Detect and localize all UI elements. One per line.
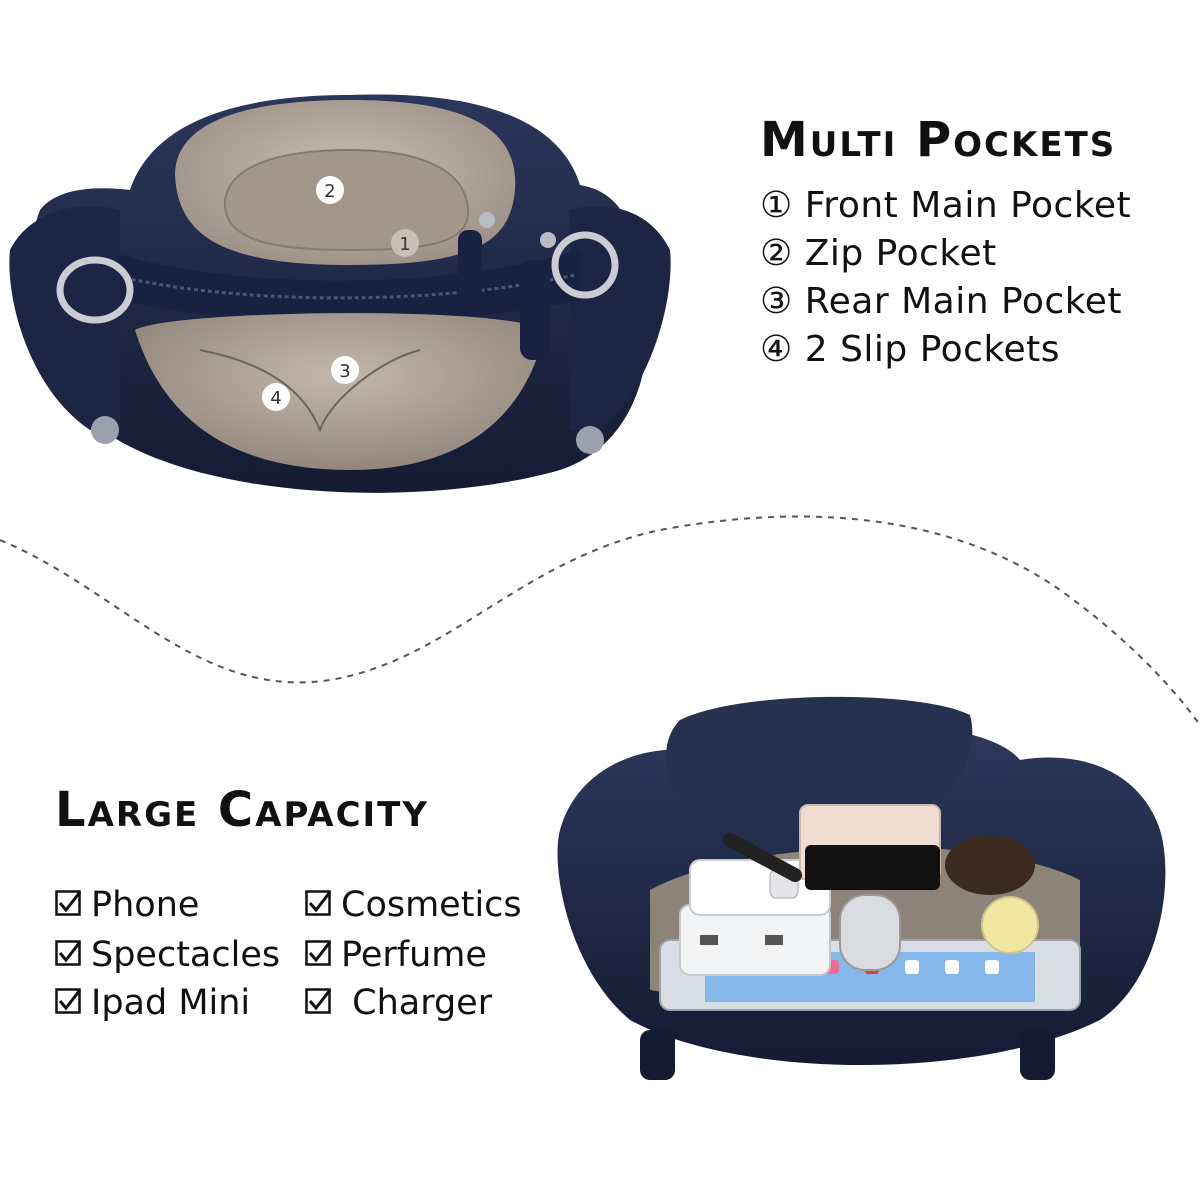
capacity-item-phone: Phone — [55, 885, 199, 925]
marker-4: 4 — [262, 383, 290, 411]
svg-text:1: 1 — [399, 234, 410, 255]
capacity-item-cosmetics: Cosmetics — [305, 885, 522, 925]
checkbox-checked-icon — [55, 988, 81, 1014]
marker-2: 2 — [316, 176, 344, 204]
large-capacity-title: Large Capacity — [55, 782, 429, 838]
capacity-item-perfume: Perfume — [305, 935, 487, 975]
pocket-item-front-main: ① Front Main Pocket — [760, 185, 1132, 226]
marker-3: 3 — [331, 356, 359, 384]
capacity-label-spectacles: Spectacles — [91, 935, 281, 975]
checkbox-checked-icon — [55, 940, 81, 966]
dashed-wave-divider — [0, 515, 1200, 726]
pocket-item-slip: ④ 2 Slip Pockets — [760, 329, 1061, 370]
bag-contents-photo — [557, 696, 1166, 1080]
checkbox-checked-icon — [305, 890, 331, 916]
bag-open-top-photo: 2 1 3 4 — [9, 94, 671, 493]
capacity-label-phone: Phone — [91, 885, 200, 925]
svg-text:2: 2 — [324, 181, 335, 202]
capacity-item-charger: Charger — [305, 983, 492, 1023]
pocket-item-rear-main: ③ Rear Main Pocket — [760, 281, 1123, 322]
capacity-item-spectacles: Spectacles — [55, 935, 280, 975]
checkbox-checked-icon — [305, 988, 331, 1014]
svg-text:4: 4 — [270, 388, 281, 409]
capacity-list: Phone Cosmetics Spectacles Perfume Ipad … — [55, 885, 575, 1035]
capacity-label-perfume: Perfume — [341, 935, 487, 975]
multi-pockets-title: Multi Pockets — [760, 112, 1117, 168]
pocket-list: ① Front Main Pocket ② Zip Pocket ③ Rear … — [760, 182, 1180, 374]
checkbox-checked-icon — [305, 940, 331, 966]
capacity-label-charger: Charger — [341, 983, 493, 1023]
capacity-label-ipad-mini: Ipad Mini — [91, 983, 251, 1023]
capacity-item-ipad-mini: Ipad Mini — [55, 983, 250, 1023]
pocket-item-zip: ② Zip Pocket — [760, 233, 997, 274]
capacity-label-cosmetics: Cosmetics — [341, 885, 522, 925]
marker-1: 1 — [391, 229, 419, 257]
svg-text:3: 3 — [339, 361, 350, 382]
checkbox-checked-icon — [55, 890, 81, 916]
